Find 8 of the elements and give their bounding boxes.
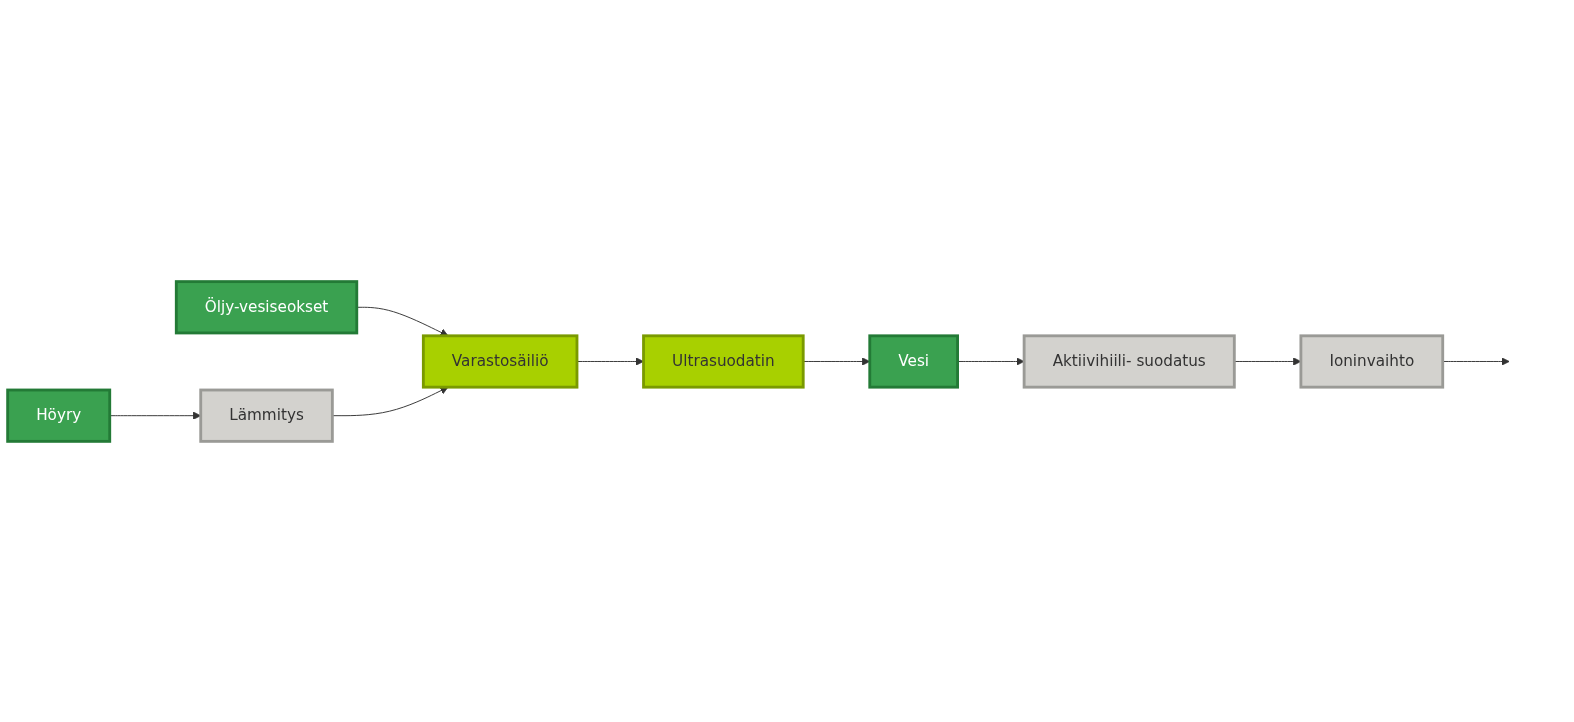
node-box: Höyry [6,388,112,443]
node-box: Lämmitys [199,388,334,443]
node-box: Ultrasuodatin [642,333,805,389]
node-box: Aktiivihiili- suodatus [1022,333,1236,389]
node-box: Ioninvaihto [1299,333,1445,389]
node-box: Varastosäiliö [421,333,579,389]
node-box: Vesi [868,333,959,389]
node-box: Öljy-vesiseokset [174,279,359,334]
